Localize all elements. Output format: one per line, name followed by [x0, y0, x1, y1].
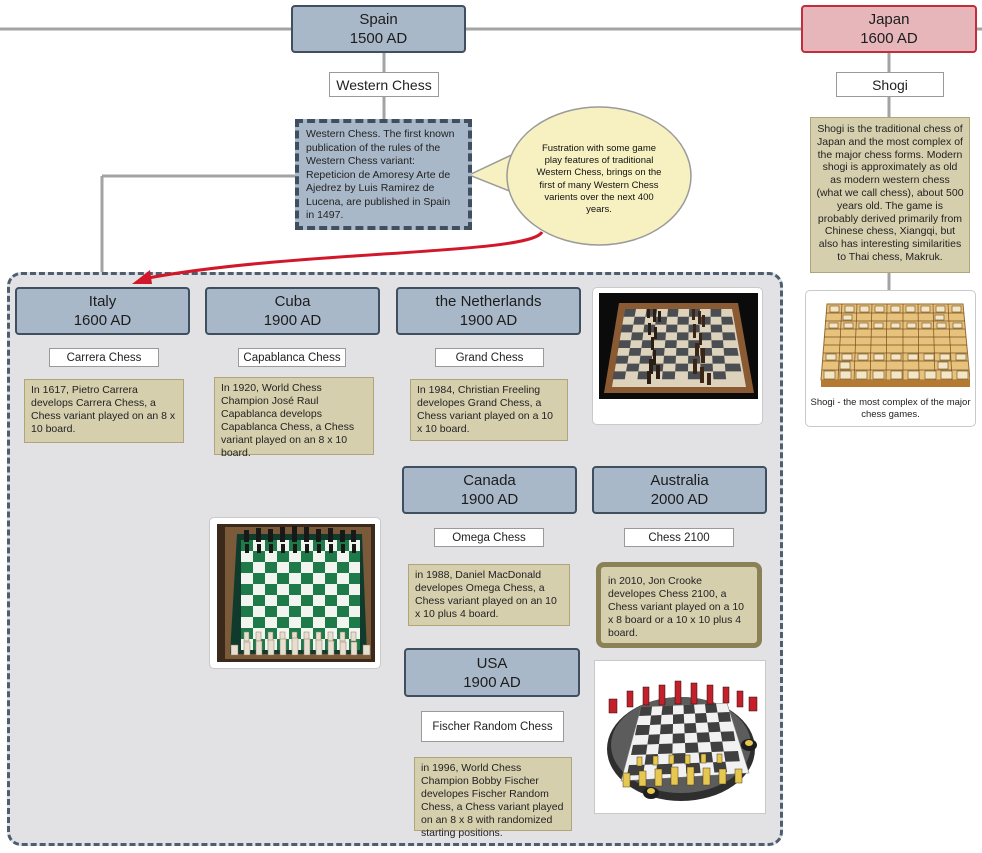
- description-usa: in 1996, World Chess Champion Bobby Fisc…: [414, 757, 572, 839]
- callout-text: Fustration with some game play features …: [536, 143, 662, 216]
- location-name: USA: [476, 654, 508, 672]
- description-australia: in 2010, Jon Crooke developes Chess 2100…: [596, 562, 762, 648]
- shogi-caption: Shogi - the most complex of the major ch…: [810, 397, 971, 420]
- location-spain: Spain 1500 AD: [291, 5, 466, 53]
- omega-chess-board-photo-icon: [217, 524, 375, 662]
- location-name: Australia: [650, 472, 709, 489]
- location-name: Italy: [88, 293, 117, 310]
- location-date: 1500 AD: [349, 30, 408, 47]
- description-cuba: In 1920, World Chess Champion José Raul …: [214, 377, 374, 459]
- location-australia: Australia 2000 AD: [592, 466, 767, 514]
- location-netherlands: the Netherlands 1900 AD: [396, 287, 581, 335]
- variant-shogi: Shogi: [836, 72, 944, 97]
- description-italy: In 1617, Pietro Carrera develops Carrera…: [24, 379, 184, 443]
- omega-chess-photo-card: [209, 517, 381, 669]
- location-japan: Japan 1600 AD: [801, 5, 977, 53]
- variant-omega-chess: Omega Chess: [434, 528, 544, 547]
- description-netherlands: In 1984, Christian Freeling developes Gr…: [410, 379, 568, 441]
- shogi-board-photo-icon: [813, 296, 970, 388]
- description-canada: in 1988, Daniel MacDonald developes Omeg…: [408, 564, 570, 626]
- location-italy: Italy 1600 AD: [15, 287, 190, 335]
- location-name: Canada: [463, 472, 516, 489]
- location-date: 1900 AD: [463, 673, 521, 691]
- location-date: 1600 AD: [73, 312, 132, 329]
- chess-2100-photo-card: [594, 660, 766, 814]
- variant-fischer-random-chess: Fischer Random Chess: [421, 711, 564, 742]
- location-name: Cuba: [274, 293, 311, 310]
- location-name: the Netherlands: [435, 293, 542, 310]
- location-name: Japan: [868, 11, 910, 28]
- variant-capablanca-chess: Capablanca Chess: [238, 348, 346, 367]
- location-canada: Canada 1900 AD: [402, 466, 577, 514]
- description-spain: Western Chess. The first known publicati…: [295, 119, 472, 230]
- location-cuba: Cuba 1900 AD: [205, 287, 380, 335]
- variant-western-chess: Western Chess: [329, 72, 439, 97]
- location-usa: USA 1900 AD: [404, 648, 580, 697]
- location-name: Spain: [359, 11, 398, 28]
- variant-chess-2100: Chess 2100: [624, 528, 734, 547]
- grand-chess-board-photo-icon: [599, 293, 758, 399]
- description-japan: Shogi is the traditional chess of Japan …: [810, 117, 970, 273]
- shogi-photo-card: Shogi - the most complex of the major ch…: [805, 290, 976, 427]
- location-date: 1900 AD: [459, 312, 518, 329]
- chess-2100-board-render-icon: [599, 665, 763, 811]
- location-date: 1900 AD: [460, 491, 519, 508]
- variant-carrera-chess: Carrera Chess: [49, 348, 159, 367]
- grand-chess-photo-card: [592, 287, 763, 425]
- variant-grand-chess: Grand Chess: [435, 348, 544, 367]
- location-date: 1900 AD: [263, 312, 322, 329]
- location-date: 2000 AD: [650, 491, 709, 508]
- location-date: 1600 AD: [860, 30, 918, 47]
